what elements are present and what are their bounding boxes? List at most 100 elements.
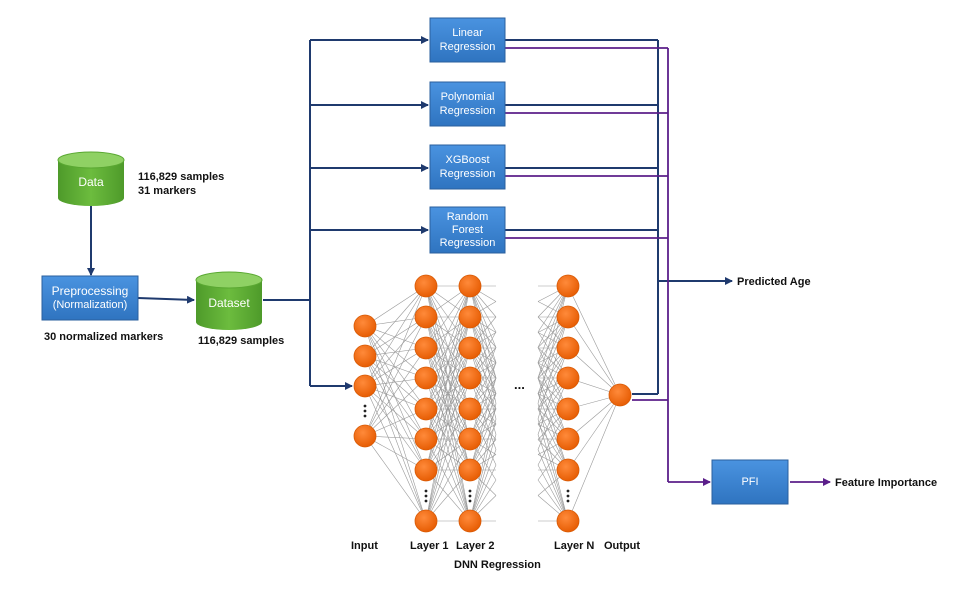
ellipsis-dot [424, 499, 428, 503]
dnn-edge-stub [469, 362, 497, 440]
dnn-edge [425, 408, 471, 471]
dnn-edge-stub [469, 285, 497, 363]
dnn-edge [425, 377, 471, 471]
dnn-edge [364, 347, 427, 437]
ellipsis-dot [363, 414, 367, 418]
dnn-edge [567, 316, 621, 396]
data-sample-count: 116,829 samples [138, 171, 225, 183]
linear-regression-box [429, 17, 506, 63]
layer-2-label: Layer 2 [456, 540, 495, 552]
dnn-edge [425, 408, 471, 522]
dnn-edge [425, 285, 471, 410]
input-layer-label: Input [351, 540, 378, 552]
input-neuron [353, 424, 377, 448]
dnn-edge [364, 347, 427, 387]
dnn-edge-stub [537, 434, 569, 522]
layer-1-neuron [414, 274, 438, 298]
layer-1-neuron [414, 458, 438, 482]
ellipsis-dot [424, 494, 428, 498]
layer-1-neuron [414, 305, 438, 329]
layer-n-neuron [556, 397, 580, 421]
layer-n-neuron [556, 427, 580, 451]
ellipsis-dot [424, 489, 428, 493]
polynomial-regression-box [429, 81, 506, 127]
predicted-age-label: Predicted Age [737, 276, 811, 288]
dnn-edge-stub [469, 403, 497, 522]
dnn-edge-stub [469, 377, 497, 450]
dnn-edge-stub [537, 377, 569, 450]
dnn-edge [567, 394, 621, 471]
layer-2-neuron [458, 336, 482, 360]
dnn-edge [364, 385, 427, 471]
ellipsis-dot [468, 499, 472, 503]
ellipsis-dot [468, 489, 472, 493]
ellipsis-dot [468, 494, 472, 498]
input-vertical-ellipsis [363, 404, 367, 418]
layer-1-neuron [414, 427, 438, 451]
layer-1-neuron [414, 336, 438, 360]
dnn-edge [425, 438, 471, 522]
dnn-edge [364, 285, 427, 357]
preprocessing-annotation: 30 normalized markers [44, 331, 164, 343]
arrow-preprocessing-to-dataset [137, 295, 195, 304]
dnn-edge [364, 435, 427, 522]
random-forest-regression-box [429, 206, 506, 254]
dnn-edge [364, 285, 427, 327]
dnn-edge-stub [537, 285, 569, 379]
ellipsis-dot [566, 489, 570, 493]
dnn-edge [364, 285, 427, 387]
layer-2-neuron [458, 397, 482, 421]
layer-2-neuron [458, 509, 482, 533]
output-neuron [608, 383, 632, 407]
ellipsis-dot [363, 409, 367, 413]
layer-2-neuron [458, 458, 482, 482]
preprocessing-box [41, 275, 139, 321]
layer-n-neuron [556, 366, 580, 390]
dnn-edge-stub [469, 434, 497, 522]
dnn-edge [567, 394, 621, 522]
dnn-edge-stub [469, 393, 497, 471]
dnn-edge [364, 316, 427, 387]
layer-1-label: Layer 1 [410, 540, 449, 552]
dnn-edge [425, 347, 471, 471]
dnn-edge-stub [537, 285, 569, 348]
dataset-cylinder [195, 271, 263, 330]
input-neuron [353, 374, 377, 398]
dnn-edge [364, 355, 427, 471]
dnn-edge [425, 285, 471, 349]
feature-importance-label: Feature Importance [835, 477, 938, 489]
dnn-edge [425, 285, 471, 379]
dnn-edge-stub [469, 418, 497, 522]
dnn-edge [567, 285, 621, 396]
layer-n-neuron [556, 274, 580, 298]
dnn-edge-stub [537, 285, 569, 363]
layer-n-neuron [556, 336, 580, 360]
dnn-connections [364, 285, 621, 522]
data-marker-count: 31 markers [138, 185, 197, 197]
layer-2-neuron [458, 305, 482, 329]
dnn-edge-stub [469, 377, 497, 471]
dnn-edge [567, 347, 621, 396]
output-layer-label: Output [604, 540, 641, 552]
input-neuron [353, 314, 377, 338]
layer-1-neuron [414, 397, 438, 421]
models-to-pfi-arrows [505, 47, 831, 486]
dnn-nodes [353, 274, 632, 533]
dnn-edge [364, 385, 427, 522]
layer-2-neuron [458, 366, 482, 390]
xgboost-regression-box [429, 144, 506, 190]
dnn-edge-stub [537, 285, 569, 404]
layer-2-neuron [458, 427, 482, 451]
layer-n-label: Layer N [554, 540, 595, 552]
layer-2-vertical-ellipsis [468, 489, 472, 503]
dnn-edge-stub [537, 316, 569, 420]
dnn-edge-stub [469, 449, 497, 522]
layer-n-vertical-ellipsis [566, 489, 570, 503]
ellipsis-dot [566, 494, 570, 498]
dnn-edge [364, 355, 427, 410]
dataset-to-models-arrows [263, 36, 429, 390]
dnn-edge [364, 377, 427, 437]
ellipsis-dot [566, 499, 570, 503]
data-cylinder [57, 151, 125, 206]
